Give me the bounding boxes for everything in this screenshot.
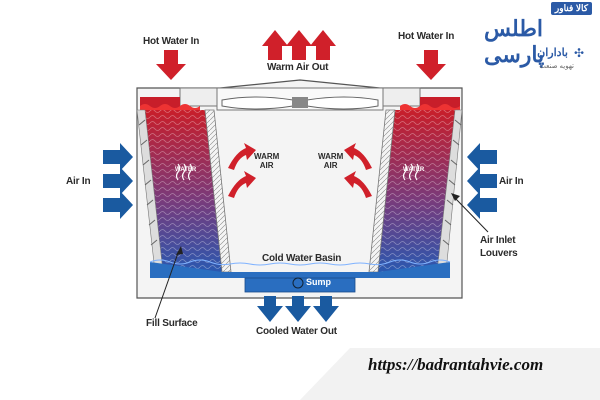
hot-water-distribution — [140, 97, 460, 110]
water-flow-squiggles-right — [402, 163, 420, 181]
cooled-water-out-label: Cooled Water Out — [256, 326, 337, 337]
air-in-left-label: Air In — [66, 176, 91, 187]
water-flow-squiggles-left — [175, 163, 193, 181]
air-in-arrows-left — [103, 143, 133, 219]
louvers-right — [442, 119, 462, 246]
fill-media-right — [368, 109, 463, 273]
url-banner — [350, 348, 600, 400]
cold-water-basin-label: Cold Water Basin — [262, 253, 342, 264]
warm-air-left-label: WARM AIR — [254, 152, 280, 170]
warm-air-right-label: WARM AIR — [318, 152, 344, 170]
louvers-leader — [454, 197, 489, 233]
fill-media-left — [136, 109, 232, 273]
sump-label: Sump — [306, 277, 332, 287]
logo-brand-name: اطلس پارسی — [484, 16, 545, 67]
warm-air-arrows-right — [344, 143, 372, 198]
fill-surface-leader — [154, 252, 179, 319]
hot-water-in-arrow-left — [156, 50, 186, 80]
fan-icon — [221, 96, 379, 110]
cooled-water-out-arrows — [257, 296, 339, 322]
water-left-label: WATER — [175, 167, 197, 173]
air-in-arrows-right — [467, 143, 497, 219]
logo-tagline: تهویه صنعت — [539, 63, 574, 70]
logo-sub-name: باداران — [537, 47, 568, 59]
water-right-label: WATER — [403, 167, 425, 173]
logo-badge: کالا فناور — [550, 2, 592, 15]
fill-surface-leader-head — [176, 246, 183, 255]
fill-surface-label: Fill Surface — [146, 318, 198, 329]
hot-water-in-arrow-right — [416, 50, 446, 80]
fan-logo-icon: ✣ — [573, 46, 584, 60]
brand-logo: کالا فناور اطلس پارسی باداران ✣ تهویه صن… — [484, 2, 592, 76]
website-link[interactable]: https://badrantahvie.com — [368, 355, 544, 374]
hot-water-in-right-label: Hot Water In — [398, 31, 455, 42]
louvers-leader-head — [451, 193, 460, 201]
cold-water-basin — [149, 259, 451, 293]
url-banner-slant — [300, 348, 350, 400]
warm-air-out-arrows — [262, 30, 336, 60]
air-inlet-louvers-label: Air Inlet Louvers — [480, 235, 518, 259]
louvers-left — [138, 119, 158, 246]
hot-water-in-left-label: Hot Water In — [143, 36, 200, 47]
air-in-right-label: Air In — [499, 176, 524, 187]
warm-air-out-label: Warm Air Out — [267, 62, 329, 73]
warm-air-arrows-left — [228, 143, 256, 198]
